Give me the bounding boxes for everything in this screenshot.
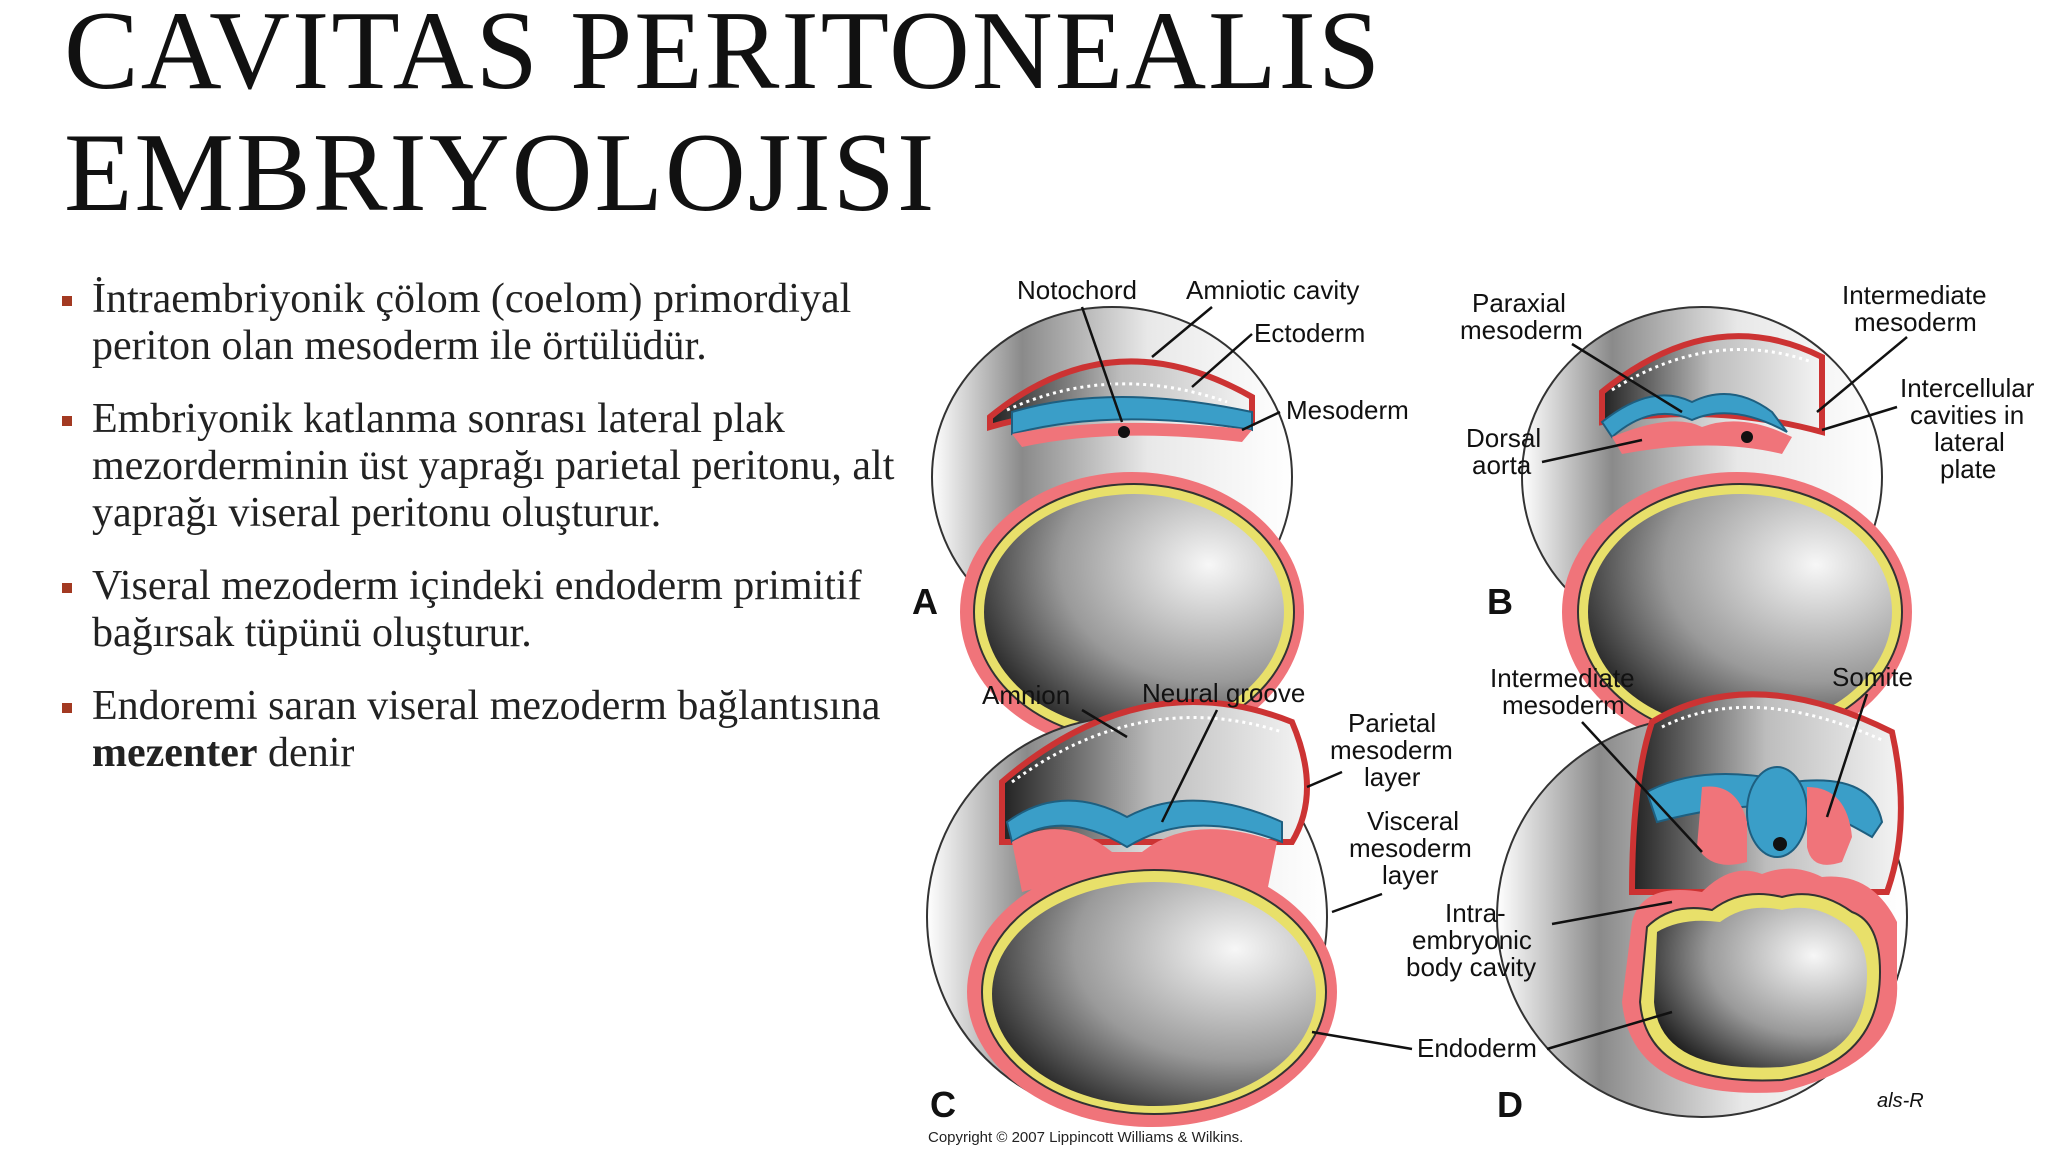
bullet-marker	[62, 416, 72, 426]
label-endoderm: Endoderm	[1417, 1033, 1537, 1063]
label-ectoderm: Ectoderm	[1254, 318, 1365, 348]
bullet-text: İntraembriyonik çölom (coelom) primordiy…	[92, 276, 852, 369]
label-somite: Somite	[1832, 662, 1913, 692]
label-intermediate-d-2: mesoderm	[1502, 690, 1625, 720]
label-parietal-2: mesoderm	[1330, 735, 1453, 765]
panel-d-labels: Intermediate mesoderm Somite Intra- embr…	[1311, 662, 1924, 1125]
panel-a	[931, 306, 1304, 752]
bullet-marker	[62, 703, 72, 713]
bullet-text: Embriyonik katlanma sonrası lateral plak…	[92, 396, 895, 536]
label-dorsal-2: aorta	[1472, 450, 1532, 480]
label-parietal-3: layer	[1364, 762, 1421, 792]
label-notochord: Notochord	[1017, 275, 1137, 305]
bullet-item: Endoremi saran viseral mezoderm bağlantı…	[60, 683, 920, 777]
label-neural-groove: Neural groove	[1142, 678, 1305, 708]
panel-letter-c: C	[930, 1084, 956, 1125]
panel-letter-b: B	[1487, 581, 1513, 622]
slide-title: CAVITAS PERITONEALIS EMBRIYOLOJISI	[64, 0, 1382, 234]
label-amnion: Amnion	[982, 680, 1070, 710]
label-amniotic-cavity: Amniotic cavity	[1186, 275, 1359, 305]
bullet-marker	[62, 296, 72, 306]
label-intercellular-3: lateral	[1934, 427, 2005, 457]
panel-d	[1496, 691, 1908, 1118]
label-visceral-1: Visceral	[1367, 806, 1459, 836]
label-dorsal-1: Dorsal	[1466, 423, 1541, 453]
label-visceral-2: mesoderm	[1349, 833, 1472, 863]
signature-mark: als-R	[1877, 1090, 1924, 1112]
label-intermediate-d-1: Intermediate	[1490, 663, 1635, 693]
bullet-text: Viseral mezoderm içindeki endoderm primi…	[92, 563, 862, 656]
panel-b	[1521, 306, 1912, 752]
panel-c-labels: Amnion Neural groove Parietal mesoderm l…	[930, 678, 1472, 1125]
label-paraxial-line-2: mesoderm	[1460, 315, 1583, 345]
label-intermediate-b-2: mesoderm	[1854, 307, 1977, 337]
label-intra-2: embryonic	[1412, 925, 1532, 955]
label-intermediate-b-1: Intermediate	[1842, 280, 1987, 310]
label-intercellular-1: Intercellular	[1900, 373, 2035, 403]
panel-letter-d: D	[1497, 1084, 1523, 1125]
panel-b-text: Paraxial mesoderm Intermediate mesoderm …	[1460, 280, 2035, 622]
label-parietal-1: Parietal	[1348, 708, 1436, 738]
panel-c	[926, 699, 1337, 1127]
title-line-1: CAVITAS PERITONEALIS	[64, 0, 1383, 113]
embryo-diagram: Notochord Amniotic cavity Ectoderm Mesod…	[912, 275, 2035, 1146]
title-line-2: EMBRIYOLOJISI	[64, 111, 937, 235]
bullet-text-start: Endoremi saran viseral mezoderm bağlantı…	[92, 683, 881, 729]
label-mesoderm: Mesoderm	[1286, 395, 1409, 425]
bullet-item: Embriyonik katlanma sonrası lateral plak…	[60, 396, 920, 537]
panel-a-labels: Notochord Amniotic cavity Ectoderm Mesod…	[912, 275, 1409, 622]
label-intercellular-4: plate	[1940, 454, 1996, 484]
bullet-list: İntraembriyonik çölom (coelom) primordiy…	[60, 276, 920, 803]
label-intra-3: body cavity	[1406, 952, 1536, 982]
label-intercellular-2: cavities in	[1910, 400, 2024, 430]
label-visceral-3: layer	[1382, 860, 1439, 890]
panel-letter-a: A	[912, 581, 938, 622]
bullet-marker	[62, 583, 72, 593]
bullet-text-end: denir	[257, 730, 355, 776]
bullet-item: İntraembriyonik çölom (coelom) primordiy…	[60, 276, 920, 370]
embryo-figure: Notochord Amniotic cavity Ectoderm Mesod…	[912, 262, 2048, 1152]
bullet-item: Viseral mezoderm içindeki endoderm primi…	[60, 563, 920, 657]
label-intra-1: Intra-	[1445, 898, 1506, 928]
copyright-text: Copyright © 2007 Lippincott Williams & W…	[928, 1129, 1243, 1146]
bullet-text-bold: mezenter	[92, 730, 258, 776]
label-paraxial-line-1: Paraxial	[1472, 288, 1566, 318]
